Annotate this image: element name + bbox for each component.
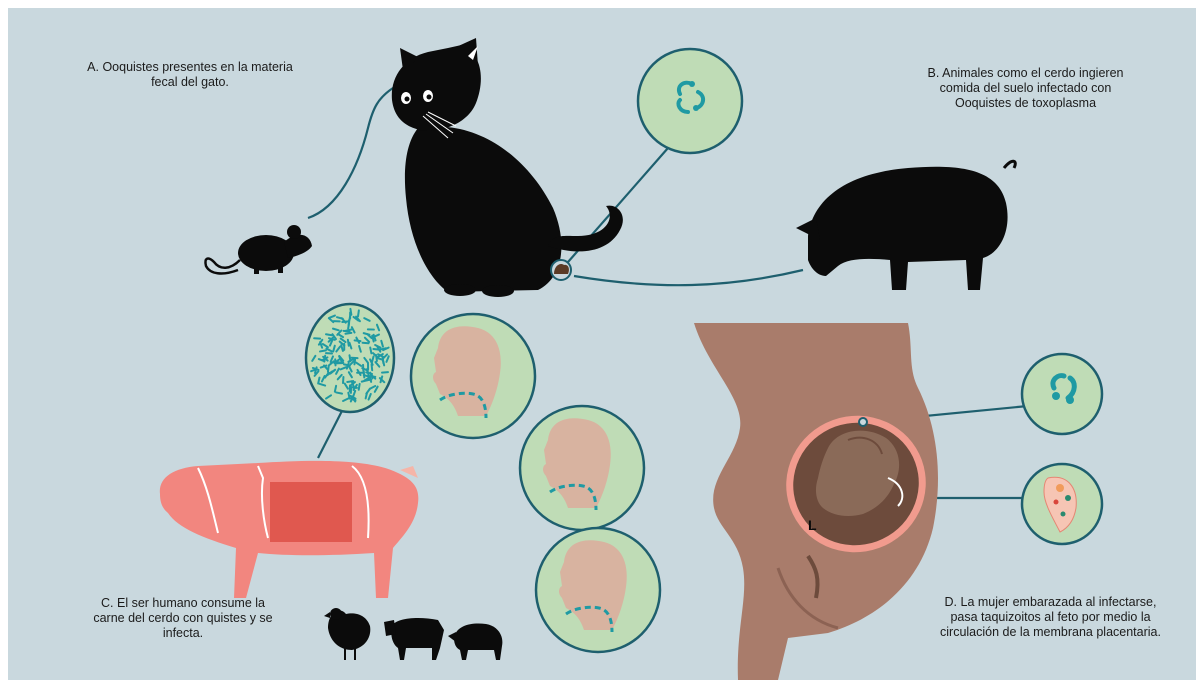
- bradyzoite-mark: [380, 348, 386, 349]
- bradyzoite-mark: [336, 392, 342, 393]
- tachyzoite-magnified-circle: [1022, 354, 1102, 434]
- tissue-cyst-magnified-circle: [306, 304, 394, 412]
- bradyzoite-mark: [383, 360, 384, 366]
- placenta-marker: [859, 418, 867, 426]
- bradyzoite-mark: [347, 381, 353, 382]
- caption-b: B. Animales como el cerdo ingieren comid…: [903, 66, 1148, 111]
- bradyzoite-mark: [348, 393, 349, 399]
- bradyzoite-mark: [320, 350, 326, 351]
- cow-silhouette: [384, 618, 444, 660]
- bradyzoite-mark: [382, 372, 388, 373]
- bradyzoite-mark: [335, 386, 336, 392]
- ingestion-circle-1: [411, 314, 535, 438]
- chicken-silhouette: [324, 608, 370, 660]
- mouse-silhouette: [205, 225, 312, 274]
- pork-carcass: [160, 461, 419, 598]
- bradyzoite-mark: [359, 384, 360, 390]
- bradyzoite-mark: [345, 333, 351, 334]
- bradyzoite-mark: [350, 309, 351, 315]
- bradyzoite-mark: [372, 364, 373, 370]
- bradyzoite-mark: [324, 356, 325, 362]
- bradyzoite-mark: [370, 347, 371, 353]
- bradyzoite-mark: [328, 366, 329, 372]
- caption-d: D. La mujer embarazada al infectarse, pa…: [913, 595, 1188, 640]
- small-pig-silhouette: [448, 624, 502, 660]
- bradyzoite-mark: [349, 355, 350, 361]
- diagram-canvas: L A. Ooquistes presentes en la materia f…: [8, 8, 1196, 680]
- connector-feces-pig: [574, 270, 803, 285]
- caption-a: A. Ooquistes presentes en la materia fec…: [60, 60, 320, 90]
- bradyzoite-mark: [362, 380, 368, 381]
- bradyzoite-mark: [369, 376, 375, 377]
- fetus-letter: L: [808, 517, 817, 533]
- parasite-cell-magnified-circle: [1022, 464, 1102, 544]
- pig-silhouette: [796, 161, 1015, 290]
- connector-mouse-cat: [308, 88, 393, 218]
- cat-silhouette: [392, 38, 623, 297]
- feces-icon: [551, 260, 571, 280]
- bradyzoite-mark: [358, 310, 359, 316]
- caption-c: C. El ser humano consume la carne del ce…: [58, 596, 308, 641]
- bradyzoite-mark: [349, 320, 350, 326]
- ingestion-circle-2: [520, 406, 644, 530]
- bradyzoite-mark: [344, 331, 350, 332]
- bradyzoite-mark: [318, 378, 319, 384]
- bradyzoite-mark: [337, 363, 343, 364]
- bradyzoite-mark: [342, 321, 348, 322]
- bradyzoite-mark: [366, 393, 367, 399]
- ingestion-circle-3: [536, 528, 660, 652]
- bradyzoite-mark: [326, 334, 332, 335]
- oocyst-magnified-circle: [638, 49, 742, 153]
